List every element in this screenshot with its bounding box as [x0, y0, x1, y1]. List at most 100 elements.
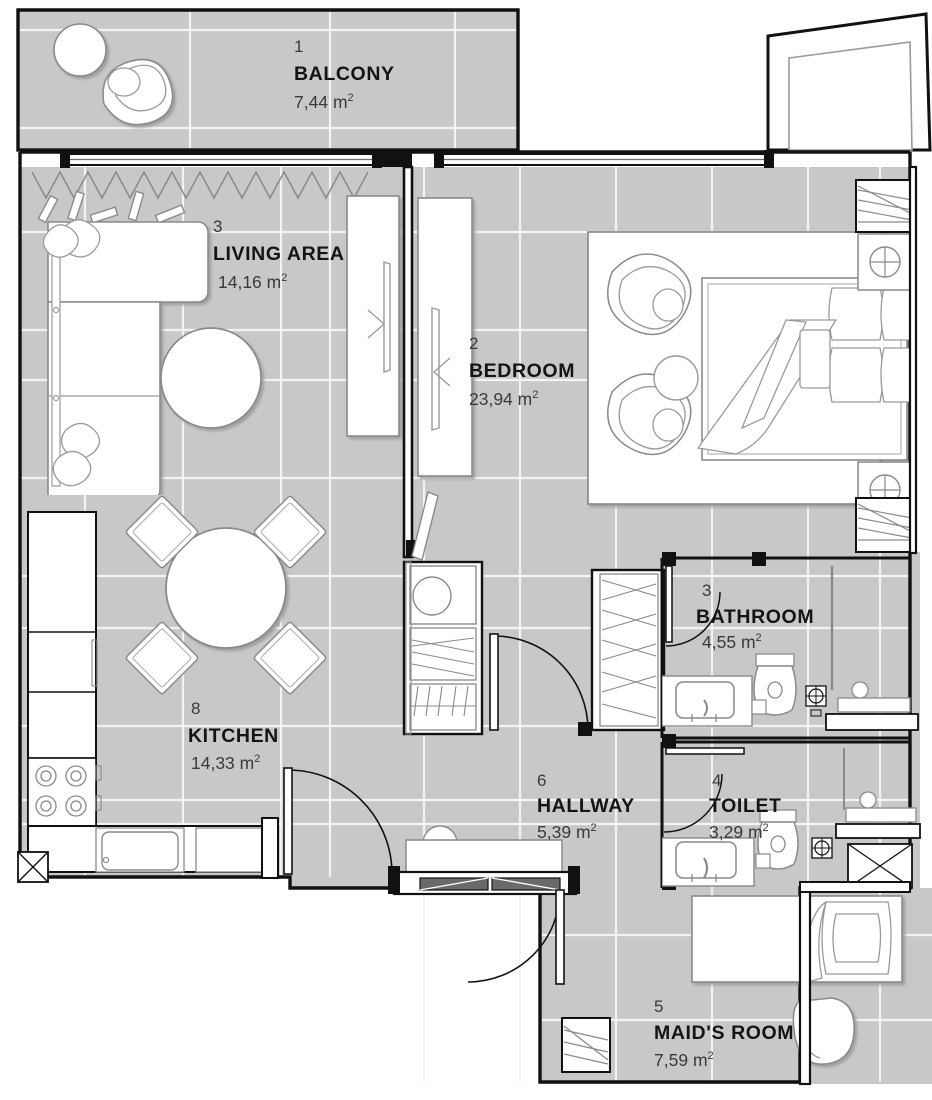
toilet-accessory — [859, 791, 877, 809]
sofa-cushions — [42, 219, 101, 487]
room-label-toilet: 4 TOILET 3,29 m2 — [709, 771, 782, 842]
blind-slats-bottom — [857, 503, 913, 541]
wall-node — [662, 552, 676, 566]
room-name-kitchen: KITCHEN — [188, 725, 279, 747]
living-area-furniture — [37, 190, 262, 495]
shelf-hatch-upper — [411, 637, 475, 677]
maids-door-leaf — [555, 889, 565, 985]
sink-drain — [102, 856, 110, 864]
laundry-closet — [402, 560, 484, 736]
room-number-kitchen: 8 — [191, 699, 200, 718]
storage-shelf-lower — [409, 683, 477, 731]
dining-chair — [253, 621, 327, 695]
room-number-living-area: 3 — [213, 217, 222, 236]
room-name-bedroom: BEDROOM — [469, 360, 575, 382]
toilet-fixtures — [662, 747, 921, 889]
room-name-bathroom: BATHROOM — [696, 606, 814, 628]
partition-wall-center — [402, 165, 414, 559]
shelf-hatch-lower — [410, 685, 476, 717]
room-area-hallway: 5,39 m2 — [537, 822, 597, 842]
door-leaf-bedroom — [411, 491, 439, 561]
room-label-bathroom: 3 BATHROOM 4,55 m2 — [696, 581, 814, 652]
glazing-top-band — [60, 150, 774, 168]
toilet-towel-shelf — [845, 807, 917, 823]
hallway-storage-unit — [590, 568, 666, 732]
counter-appliance — [195, 827, 273, 873]
room-area-bedroom: 23,94 m2 — [469, 389, 538, 409]
room-number-hallway: 6 — [537, 771, 546, 790]
side-table — [653, 355, 699, 401]
hallway-door-arc — [493, 635, 589, 731]
hallway-door-leaf — [489, 633, 499, 731]
room-label-hallway: 6 HALLWAY 5,39 m2 — [537, 771, 635, 842]
storage-hatch — [601, 579, 657, 719]
room-area-bathroom: 4,55 m2 — [702, 632, 762, 652]
decor-strips — [37, 190, 186, 224]
balcony-table — [53, 23, 107, 77]
room-label-living-area: 3 LIVING AREA 14,16 m2 — [213, 217, 344, 292]
floor-drain — [805, 685, 827, 717]
washer-drum — [412, 576, 452, 616]
nightstand-top — [857, 233, 913, 291]
dining-table — [165, 527, 287, 649]
entry-jamb-left — [388, 866, 400, 894]
blind-slats-top — [857, 185, 913, 223]
slide-arrow-right — [433, 357, 451, 387]
kitchen-door-leaf — [283, 767, 293, 875]
utility-box-kitchen — [17, 851, 49, 883]
sink — [101, 831, 179, 871]
door-jamb — [406, 540, 416, 558]
maids-pillow — [802, 900, 892, 983]
dining-chairs — [125, 495, 327, 695]
toilet-step — [835, 823, 921, 839]
faucet — [703, 699, 708, 717]
toilet-door-leaf — [665, 747, 745, 755]
kitchen-fixtures — [17, 495, 393, 883]
window-blind-bottom — [855, 497, 915, 553]
slide-arrow-left — [367, 309, 385, 339]
kitchen-end-wall — [261, 817, 279, 879]
toilet-faucet — [703, 857, 709, 879]
coffee-table — [160, 327, 262, 429]
room-number-toilet: 4 — [712, 771, 721, 790]
bath-accessory — [851, 681, 869, 699]
room-area-balcony: 7,44 m2 — [294, 92, 354, 112]
room-area-living-area: 14,16 m2 — [218, 272, 287, 292]
toilet-door-arc — [663, 773, 723, 833]
dining-chair — [125, 495, 199, 569]
shower-step — [825, 713, 919, 731]
wardrobe-bedroom-side — [417, 197, 473, 477]
kitchen-door-arc — [287, 769, 393, 875]
bedroom-right-wall-fittings — [855, 165, 918, 555]
bedroom-armchair-top — [607, 253, 692, 336]
room-label-kitchen: 8 KITCHEN 14,33 m2 — [188, 699, 279, 773]
wardrobe-door-panel-left — [383, 261, 391, 373]
curtain-icon — [31, 170, 369, 200]
maids-right-wall — [798, 886, 812, 1086]
floor-balcony — [18, 10, 518, 148]
maids-blind-slats — [563, 1025, 609, 1065]
dining-chair — [253, 495, 327, 569]
wardrobe-door-panel-right — [431, 307, 440, 431]
room-labels: 1 BALCONY 7,44 m2 3 LIVING AREA 14,16 m2… — [188, 37, 814, 1070]
utility-box-toilet — [847, 843, 913, 889]
entry-double-door[interactable] — [419, 877, 561, 891]
maids-room-group — [467, 881, 911, 1086]
wall-node — [752, 552, 766, 566]
room-label-maids-room: 5 MAID'S ROOM 7,59 m2 — [654, 997, 794, 1070]
maids-top-wall — [799, 881, 911, 893]
stove-four-burner — [27, 757, 102, 827]
wall-node — [662, 734, 676, 748]
room-area-maids-room: 7,59 m2 — [654, 1050, 714, 1070]
balcony-furniture — [53, 23, 174, 126]
room-name-hallway: HALLWAY — [537, 795, 635, 817]
entry-jamb-right — [568, 866, 580, 894]
bathroom-door-leaf — [665, 565, 673, 643]
entry-group — [388, 825, 580, 896]
bathroom-fixtures — [662, 565, 919, 731]
room-name-toilet: TOILET — [709, 795, 782, 817]
toilet-cistern — [755, 653, 795, 667]
bathroom-door-arc — [665, 591, 721, 647]
